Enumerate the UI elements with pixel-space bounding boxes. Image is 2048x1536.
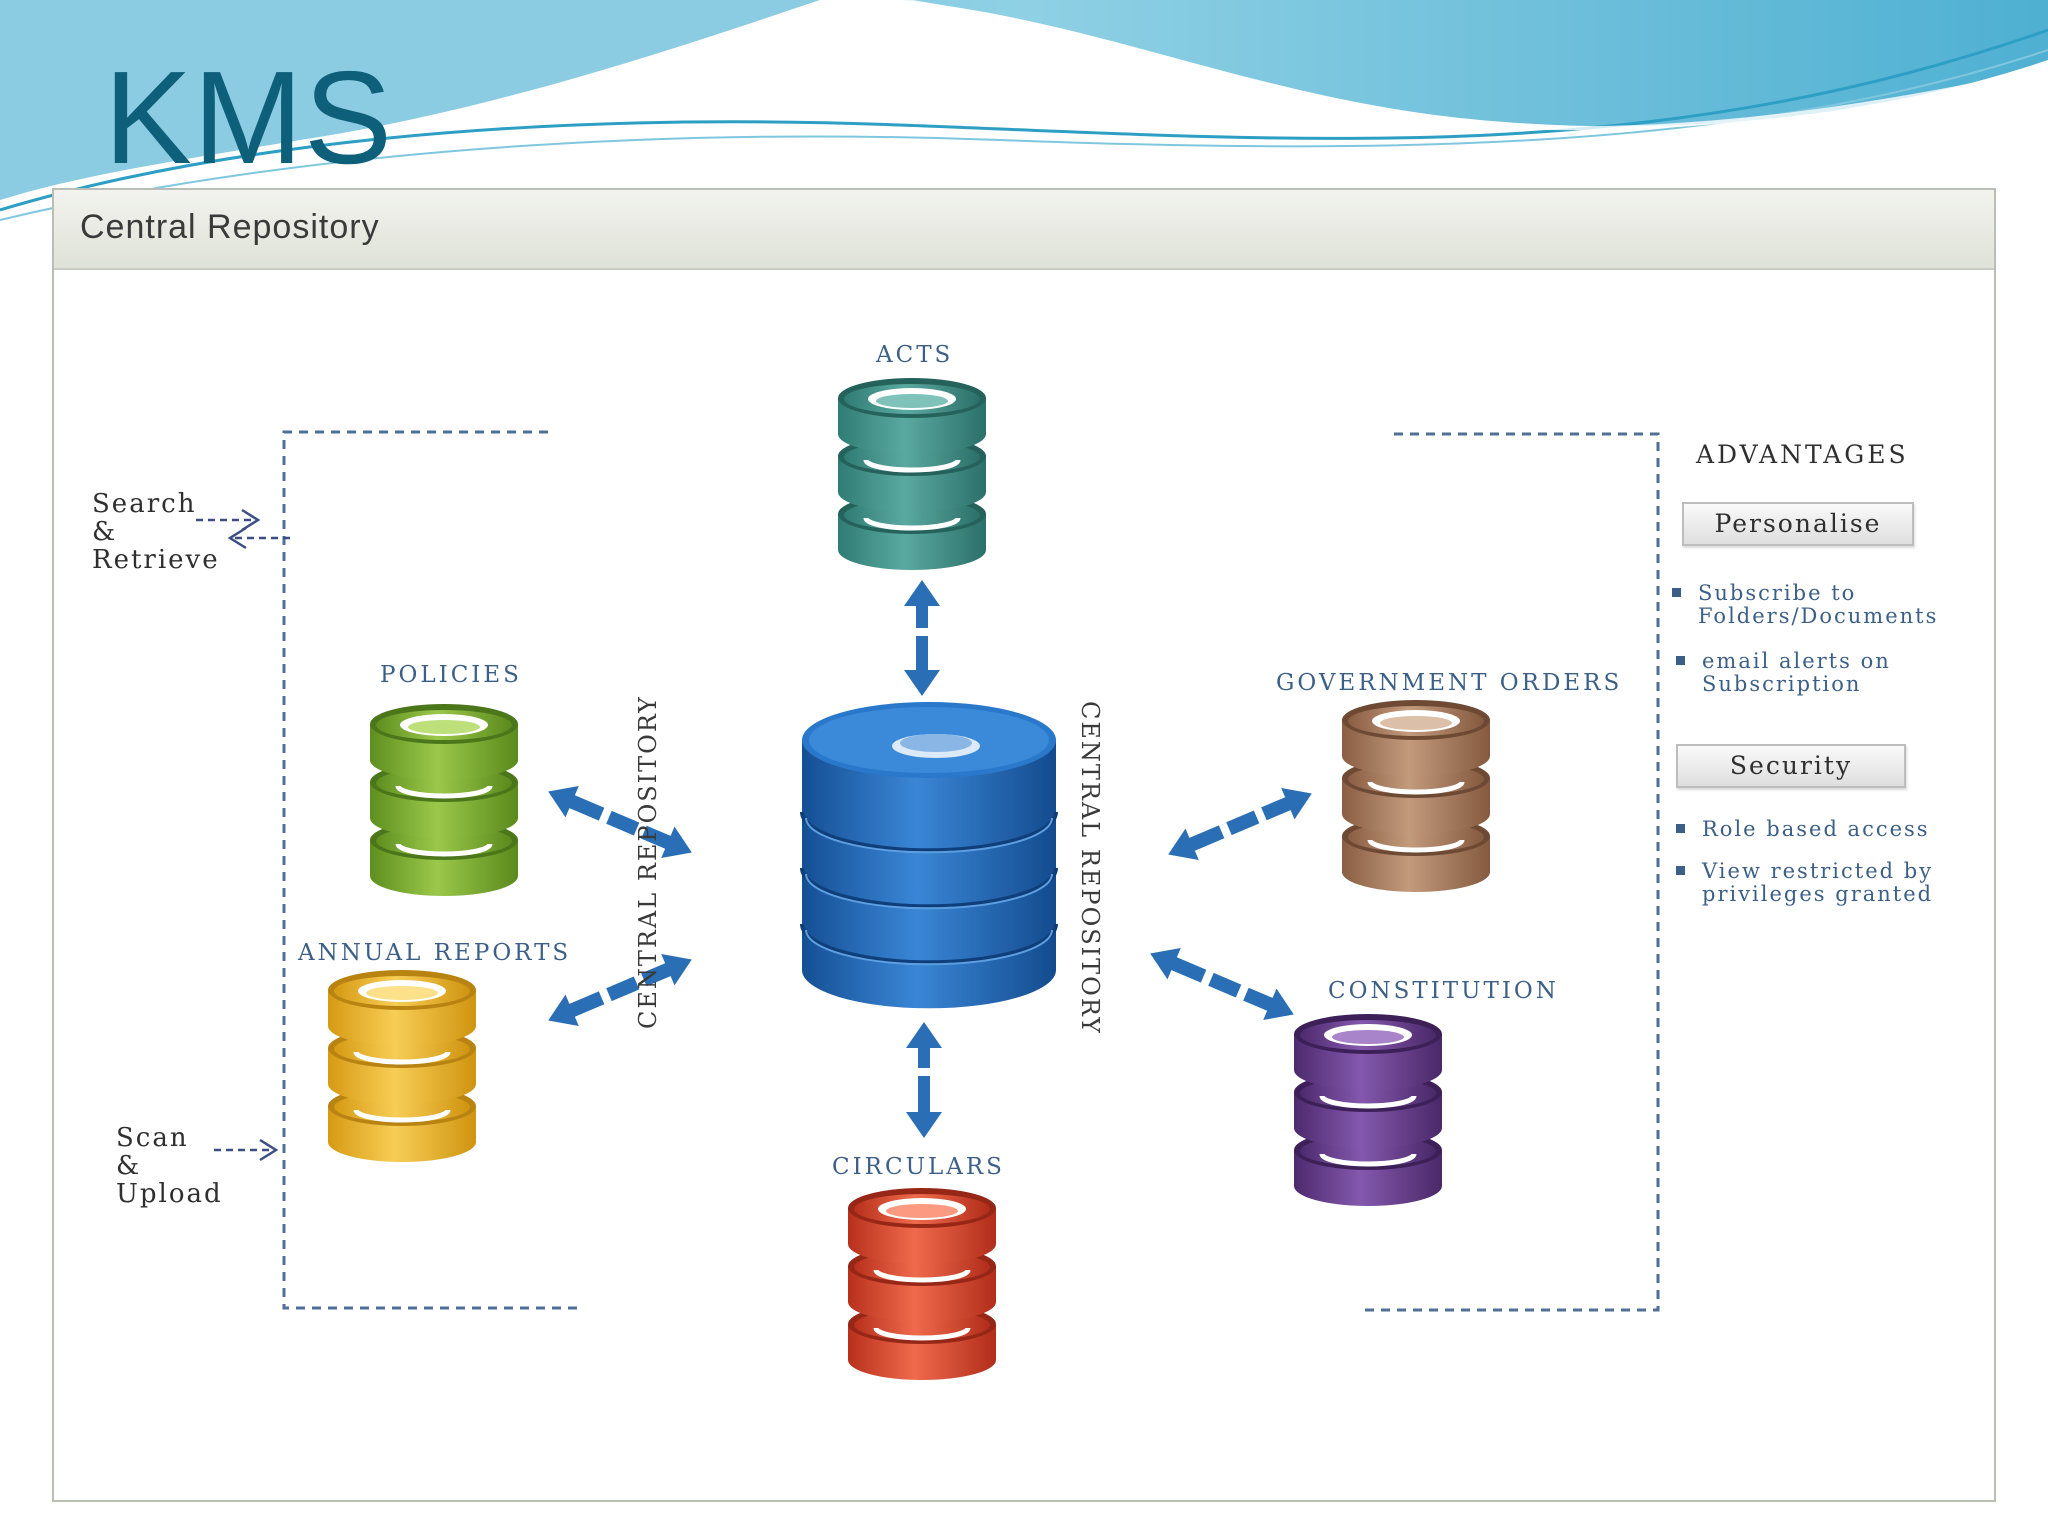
acts-database-icon: [838, 378, 986, 570]
retrieve-word: Retrieve: [92, 545, 220, 575]
security-item-role-access: Role based access: [1676, 818, 1992, 841]
scan-word: Scan: [116, 1123, 189, 1153]
arrow-circulars: [906, 1022, 942, 1138]
search-word: Search: [92, 489, 197, 519]
arrow-policies: [548, 786, 692, 858]
security-button[interactable]: Security: [1676, 744, 1906, 788]
dashed-enclosure: [282, 430, 1660, 1312]
search-retrieve-text: Search & Retrieve: [92, 490, 220, 574]
personalise-item-subscribe: Subscribe to Folders/Documents: [1672, 582, 1978, 628]
panel-title: Central Repository: [80, 208, 380, 246]
circulars-database-icon: [848, 1188, 996, 1380]
advantages-title: ADVANTAGES: [1696, 440, 1909, 469]
central-repository-label-right: CENTRAL REPOSITORY: [1076, 700, 1104, 1036]
scan-upload-arrow: [214, 1138, 279, 1162]
arrow-constitution: [1150, 948, 1294, 1020]
personalise-button[interactable]: Personalise: [1682, 502, 1914, 546]
constitution-database-icon: [1294, 1014, 1442, 1206]
personalise-item-email-alerts: email alerts on Subscription: [1676, 650, 1962, 696]
header-wave: [0, 0, 2048, 221]
security-item-view-restricted: View restricted by privileges granted: [1676, 860, 1982, 906]
scan-upload-text: Scan & Upload: [116, 1124, 223, 1208]
panel-header: Central Repository: [54, 190, 1994, 270]
arrow-government-orders: [1168, 788, 1312, 860]
annual-reports-database-icon: [328, 970, 476, 1162]
annual-reports-label: ANNUAL REPORTS: [298, 940, 572, 966]
scan-ampersand: &: [116, 1151, 142, 1181]
central-repository-icon: [800, 702, 1058, 1009]
government-orders-label: GOVERNMENT ORDERS: [1276, 670, 1623, 696]
slide-title: KMS: [104, 44, 394, 191]
circulars-label: CIRCULARS: [832, 1154, 1005, 1180]
central-repository-label-left: CENTRAL REPOSITORY: [634, 694, 662, 1030]
arrow-acts: [904, 580, 940, 696]
arrow-annual-reports: [548, 954, 692, 1026]
search-retrieve-arrows: [196, 508, 290, 550]
connection-arrows: [548, 580, 1312, 1138]
government-orders-database-icon: [1342, 700, 1490, 892]
upload-word: Upload: [116, 1179, 223, 1209]
policies-database-icon: [370, 704, 518, 896]
search-ampersand: &: [92, 517, 118, 547]
acts-label: ACTS: [876, 342, 954, 368]
constitution-label: CONSTITUTION: [1328, 978, 1559, 1004]
policies-label: POLICIES: [380, 662, 522, 688]
